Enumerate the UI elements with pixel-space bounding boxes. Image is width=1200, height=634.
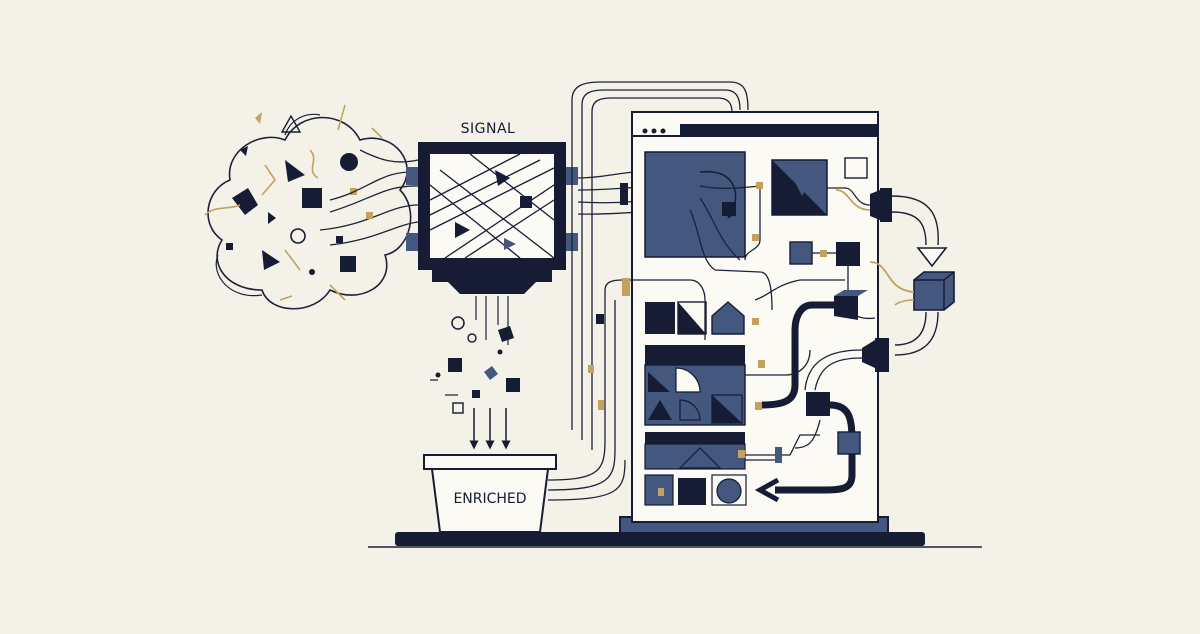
input-wires [319, 149, 419, 246]
bin-icon: ENRICHED [423, 454, 557, 533]
browser-window-icon [631, 111, 879, 523]
data-block-icon [754, 188, 955, 503]
window-dot-icon [651, 128, 657, 134]
bin-label: ENRICHED [453, 491, 526, 507]
output-stream [430, 296, 520, 450]
window-dot-icon [642, 128, 648, 134]
processor-chip-icon: SIGNAL [406, 121, 578, 294]
processor-label: SIGNAL [461, 121, 516, 137]
noise-cloud-icon [204, 104, 412, 310]
arrow-icon [754, 477, 780, 503]
window-dot-icon [660, 128, 666, 134]
